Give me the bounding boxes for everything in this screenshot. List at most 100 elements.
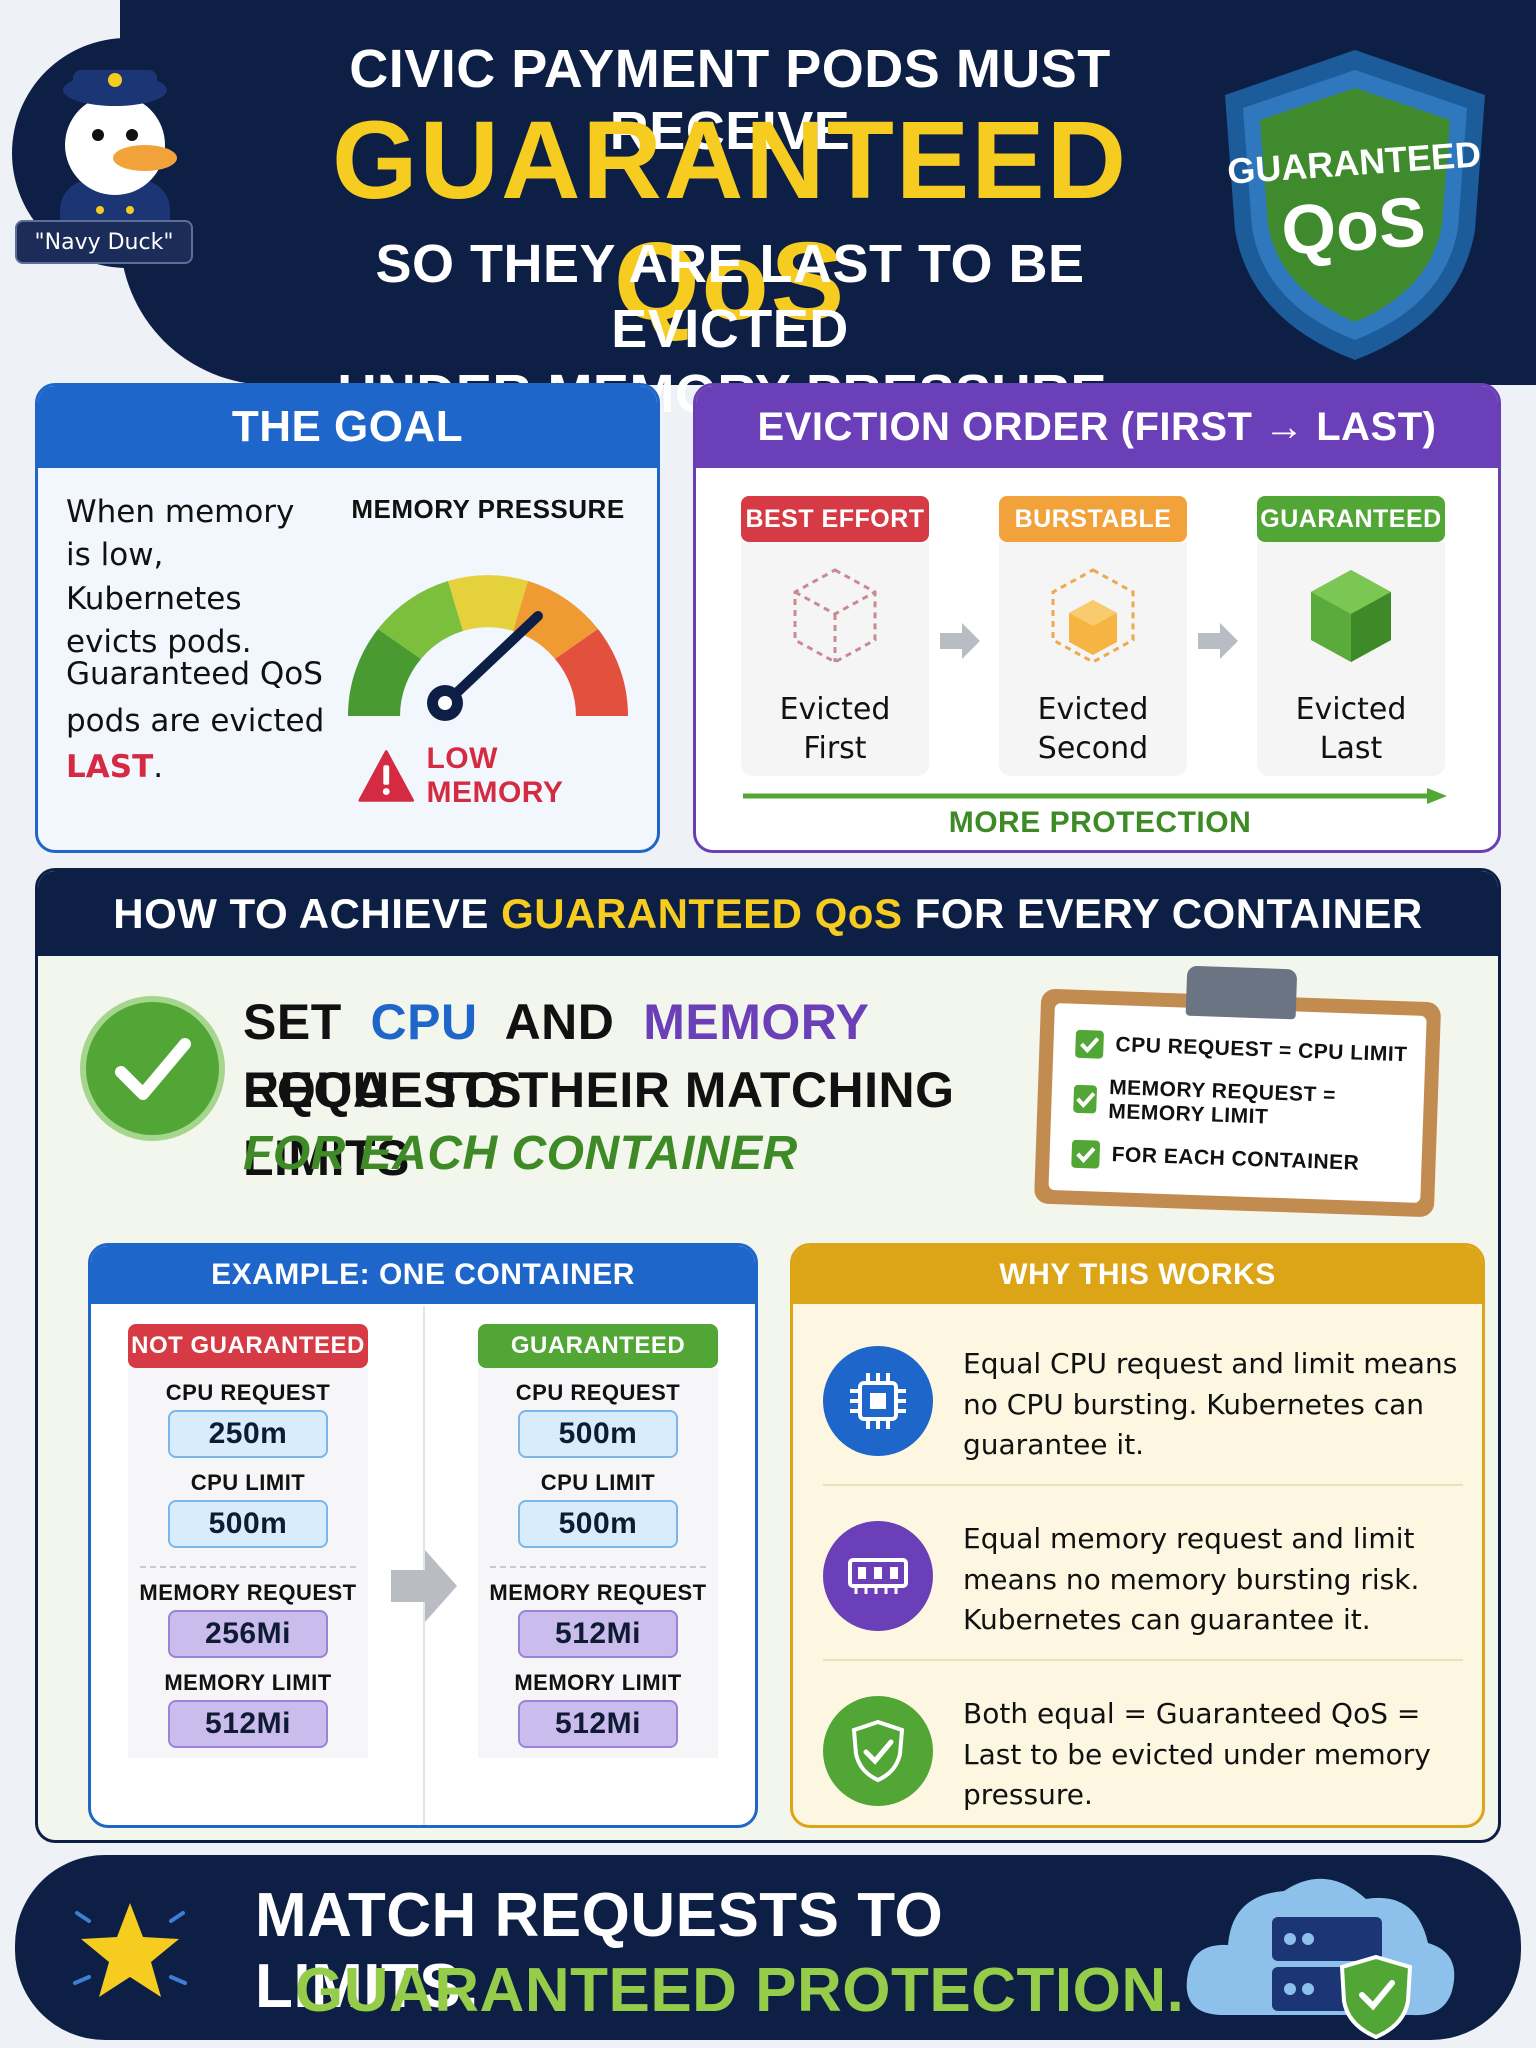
rule-line-2: EQUAL TO THEIR MATCHING LIMITS <box>243 1062 955 1186</box>
goal-text-2-suffix: . <box>153 749 164 785</box>
arrow-right-icon <box>940 623 980 659</box>
memory-module-icon <box>823 1521 933 1631</box>
goal-text-2-emphasis: LAST <box>66 749 154 785</box>
checkbox-checked-icon <box>1075 1029 1105 1059</box>
how-to-panel: HOW TO ACHIEVE GUARANTEED QoS FOR EVERY … <box>35 868 1501 1843</box>
best-effort-label-1: Evicted <box>779 692 891 727</box>
guaranteed-label-1: Evicted <box>1295 692 1407 727</box>
title-highlight: GUARANTEED QoS <box>331 99 1129 343</box>
memory-limit-value: 512Mi <box>168 1700 328 1748</box>
how-to-title-suffix: FOR EVERY CONTAINER <box>914 889 1423 937</box>
footer-line-2: GUARANTEED PROTECTION. <box>295 1956 1185 2025</box>
example-separator <box>490 1566 706 1568</box>
shield-text-2: QoS <box>1279 182 1428 270</box>
memory-limit-label: MEMORY LIMIT <box>164 1670 332 1695</box>
check-circle-icon <box>80 996 225 1141</box>
cpu-limit-value: 500m <box>168 1500 328 1548</box>
why-text: Equal CPU request and limit means no CPU… <box>963 1347 1458 1462</box>
why-text: Both equal = Guaranteed QoS = Last to be… <box>963 1697 1431 1812</box>
checkbox-checked-icon <box>1073 1084 1098 1114</box>
why-title: WHY THIS WORKS <box>793 1246 1482 1304</box>
rule-and: AND <box>492 994 629 1050</box>
warning-icon <box>358 750 414 802</box>
memory-request-label: MEMORY REQUEST <box>139 1580 357 1605</box>
rule-cpu: CPU <box>370 994 478 1050</box>
why-item: Equal CPU request and limit means no CPU… <box>813 1316 1463 1486</box>
not-guaranteed-badge: NOT GUARANTEED <box>128 1324 368 1368</box>
example-title: EXAMPLE: ONE CONTAINER <box>91 1246 755 1304</box>
why-item: Equal memory request and limit means no … <box>813 1491 1463 1661</box>
half-cube-icon <box>1051 568 1135 664</box>
rule-memory: MEMORY <box>643 994 870 1050</box>
rule-requests: REQUESTS <box>243 1061 523 1118</box>
why-text: Equal memory request and limit means no … <box>963 1522 1420 1637</box>
not-guaranteed-column: NOT GUARANTEED CPU REQUEST 250m CPU LIMI… <box>128 1324 368 1758</box>
protection-arrow-icon <box>743 788 1447 804</box>
rule-line-1: SET CPU AND MEMORY REQUESTS <box>243 989 1043 1124</box>
guaranteed-example-badge: GUARANTEED <box>478 1324 718 1368</box>
goal-panel: THE GOAL When memory is low, Kubernetes … <box>35 383 660 853</box>
how-to-title-emphasis: GUARANTEED QoS <box>501 889 903 937</box>
checklist-item: FOR EACH CONTAINER <box>1071 1134 1432 1187</box>
cloud-server-icon <box>1186 1878 1455 2040</box>
arrow-right-icon <box>1198 623 1238 659</box>
eviction-column-burstable: BURSTABLE Evicted Second <box>999 496 1187 776</box>
eviction-column-guaranteed: GUARANTEED Evicted Last <box>1257 496 1445 776</box>
guaranteed-card: Evicted Last <box>1257 542 1445 776</box>
checklist-item: CPU REQUEST = CPU LIMIT <box>1075 1024 1436 1077</box>
guaranteed-values: CPU REQUEST 500m CPU LIMIT 500m MEMORY R… <box>478 1368 718 1758</box>
title-line-3a: SO THEY ARE LAST TO BE EVICTED <box>375 234 1085 359</box>
checkmark-icon <box>114 1037 191 1100</box>
best-effort-label-2: First <box>803 731 867 766</box>
cpu-limit-value: 500m <box>518 1500 678 1548</box>
guaranteed-label: Evicted Last <box>1257 690 1445 768</box>
empty-cube-icon <box>793 568 877 664</box>
footer-banner: MATCH REQUESTS TO LIMITS. GUARANTEED PRO… <box>15 1855 1521 2040</box>
more-protection-label: MORE PROTECTION <box>948 806 1252 839</box>
example-panel: EXAMPLE: ONE CONTAINER NOT GUARANTEED CP… <box>88 1243 758 1828</box>
guaranteed-badge: GUARANTEED <box>1257 496 1445 542</box>
cpu-request-label: CPU REQUEST <box>165 1380 331 1405</box>
example-separator <box>140 1566 356 1568</box>
gauge-title: MEMORY PRESSURE <box>351 494 625 524</box>
eviction-column-best-effort: BEST EFFORT Evicted First <box>741 496 929 776</box>
best-effort-card: Evicted First <box>741 542 929 776</box>
example-divider <box>423 1306 425 1825</box>
memory-request-label: MEMORY REQUEST <box>489 1580 707 1605</box>
goal-title: THE GOAL <box>38 386 657 468</box>
best-effort-badge: BEST EFFORT <box>741 496 929 542</box>
eviction-order-panel: EVICTION ORDER (FIRST → LAST) BEST EFFOR… <box>693 383 1501 853</box>
low-memory-alert: LOW MEMORY <box>358 742 638 809</box>
cpu-request-value: 250m <box>168 1410 328 1458</box>
goal-text-2: Guaranteed QoS pods are evicted LAST. <box>66 651 326 791</box>
mascot-label: "Navy Duck" <box>15 220 193 264</box>
shield-check-icon <box>823 1696 933 1806</box>
star-icon <box>73 1903 187 1997</box>
solid-cube-icon <box>1311 570 1391 662</box>
checklist-item-text: FOR EACH CONTAINER <box>1111 1143 1360 1175</box>
rule-line-3: FOR EACH CONTAINER <box>243 1127 798 1180</box>
checklist-clipboard: CPU REQUEST = CPU LIMIT MEMORY REQUEST =… <box>1033 959 1472 1224</box>
checklist-item-text: CPU REQUEST = CPU LIMIT <box>1115 1033 1408 1067</box>
memory-limit-value: 512Mi <box>518 1700 678 1748</box>
cpu-request-value: 500m <box>518 1410 678 1458</box>
burstable-card: Evicted Second <box>999 542 1187 776</box>
arrow-right-icon <box>391 1550 457 1622</box>
guaranteed-label-2: Last <box>1319 731 1383 766</box>
burstable-label: Evicted Second <box>999 690 1187 768</box>
how-to-title-prefix: HOW TO ACHIEVE <box>113 889 489 937</box>
burstable-label-1: Evicted <box>1037 692 1149 727</box>
low-memory-text: LOW MEMORY <box>426 742 564 809</box>
checklist-item: MEMORY REQUEST = MEMORY LIMIT <box>1073 1076 1434 1132</box>
burstable-label-2: Second <box>1037 731 1149 766</box>
why-panel: WHY THIS WORKS Equal CPU request and lim… <box>790 1243 1485 1828</box>
memory-limit-label: MEMORY LIMIT <box>514 1670 682 1695</box>
eviction-title: EVICTION ORDER (FIRST → LAST) <box>696 386 1498 468</box>
memory-request-value: 256Mi <box>168 1610 328 1658</box>
cpu-request-label: CPU REQUEST <box>515 1380 681 1405</box>
rule-set: SET <box>243 994 357 1050</box>
memory-request-value: 512Mi <box>518 1610 678 1658</box>
goal-text-2-prefix: Guaranteed QoS pods are evicted <box>66 656 325 739</box>
guaranteed-column: GUARANTEED CPU REQUEST 500m CPU LIMIT 50… <box>478 1324 718 1758</box>
clipboard-clip-icon <box>1185 965 1298 1020</box>
